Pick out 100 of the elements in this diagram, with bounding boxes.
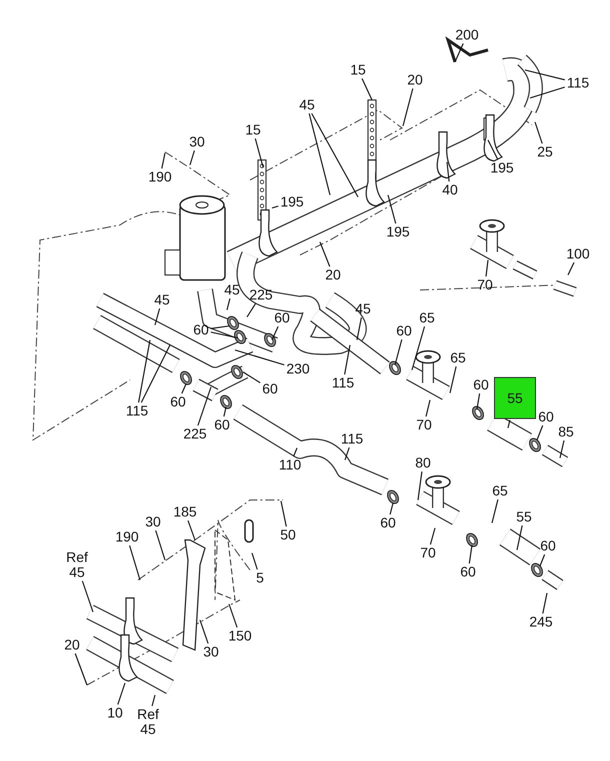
- leader-line: [181, 384, 186, 394]
- callout-number: 60: [273, 310, 291, 326]
- leader-line: [251, 552, 258, 570]
- callout-number: 20: [63, 638, 81, 652]
- callout-number: 115: [566, 76, 590, 90]
- callout-number: 110: [278, 458, 302, 472]
- callout-number: 30: [202, 644, 220, 660]
- callout-number: 55: [494, 377, 536, 419]
- leader-line: [228, 604, 238, 628]
- leader-line: [210, 332, 238, 339]
- callout-number: 45: [223, 282, 241, 298]
- callout-number: 60: [379, 516, 397, 530]
- leader-line: [187, 520, 196, 540]
- leader-line: [390, 502, 394, 515]
- leader-line: [234, 349, 284, 366]
- leader-line: [152, 694, 156, 706]
- callout-number: 20: [406, 72, 424, 88]
- callout-number: 25: [536, 144, 554, 160]
- leader-line: [559, 440, 565, 458]
- leader-line: [344, 344, 351, 375]
- callout-number: 45: [354, 302, 372, 316]
- callout-number: 55: [515, 510, 533, 524]
- leader-line: [524, 69, 565, 80]
- callout-number: 45: [298, 98, 316, 112]
- leader-line: [344, 447, 350, 460]
- leader-line: [449, 366, 457, 394]
- leader-line: [189, 150, 195, 166]
- leader-line: [140, 344, 170, 403]
- callout-number: 40: [441, 182, 459, 198]
- leader-line: [319, 242, 330, 267]
- leader-line: [425, 400, 431, 417]
- leader-line: [223, 406, 227, 417]
- callout-number: 190: [147, 170, 173, 184]
- callout-number: 225: [248, 288, 274, 302]
- leader-line: [280, 500, 287, 527]
- leader-line: [161, 152, 166, 169]
- callout-number: 115: [330, 376, 356, 390]
- leader-line: [568, 262, 574, 276]
- leader-line: [402, 88, 414, 126]
- leader-line: [199, 620, 209, 644]
- callout-number: 30: [144, 514, 162, 530]
- leader-line: [154, 308, 160, 326]
- callout-number: 60: [192, 322, 210, 338]
- leader-line: [491, 499, 498, 524]
- leader-line: [454, 43, 464, 62]
- leader-line: [272, 206, 278, 209]
- callout-number: 60: [213, 418, 231, 432]
- callout-number: 60: [459, 564, 477, 580]
- leader-line: [155, 530, 166, 560]
- leader-line: [138, 340, 151, 403]
- leader-line: [530, 86, 565, 99]
- leader-line: [507, 420, 510, 428]
- callout-number: 195: [385, 224, 411, 240]
- callout-number: 70: [419, 546, 437, 560]
- leader-line: [468, 544, 473, 564]
- callout-number: 65: [449, 350, 467, 366]
- callout-number: 45: [153, 292, 171, 308]
- callout-number: 60: [261, 382, 279, 396]
- leader-line: [293, 448, 298, 457]
- leader-line: [542, 592, 548, 614]
- leader-line: [82, 580, 94, 612]
- leader-line: [417, 471, 422, 500]
- callout-number: 60: [539, 538, 557, 554]
- callout-number: 70: [415, 418, 433, 432]
- leader-line: [485, 260, 489, 277]
- callout-number: 20: [324, 268, 342, 282]
- callout-number: 190: [114, 530, 140, 544]
- leader-line: [516, 525, 523, 550]
- callout-number: 50: [279, 528, 297, 542]
- callout-number: 65: [418, 310, 436, 326]
- callout-number: 230: [285, 362, 311, 376]
- leader-line: [129, 545, 141, 580]
- leader-line: [272, 326, 279, 340]
- callout-number: 200: [454, 28, 480, 42]
- leader-line: [362, 78, 372, 100]
- callout-number: 5: [255, 570, 265, 586]
- callout-number: 245: [528, 614, 554, 630]
- callout-number: 115: [124, 404, 150, 418]
- callout-number: 60: [169, 394, 187, 410]
- leader-line: [476, 393, 480, 410]
- leader-line: [387, 194, 396, 224]
- leader-line: [446, 162, 450, 182]
- callout-number: 10: [106, 706, 124, 720]
- callout-number: 80: [414, 456, 432, 470]
- callout-number: 15: [244, 122, 262, 138]
- leader-line: [430, 528, 436, 545]
- leader-line: [210, 325, 230, 330]
- leader-line: [308, 113, 331, 196]
- callout-number: 60: [395, 324, 413, 338]
- leader-line: [311, 113, 358, 198]
- leader-line: [242, 372, 260, 384]
- callout-number: 65: [491, 484, 509, 498]
- callout-number: 85: [557, 424, 575, 440]
- leader-line: [117, 682, 126, 705]
- leader-line: [539, 554, 546, 566]
- callout-number: 70: [476, 278, 494, 292]
- leader-line: [74, 653, 88, 686]
- leader-line: [356, 317, 362, 340]
- callout-number: 195: [279, 194, 305, 210]
- callout-number: 185: [172, 504, 198, 520]
